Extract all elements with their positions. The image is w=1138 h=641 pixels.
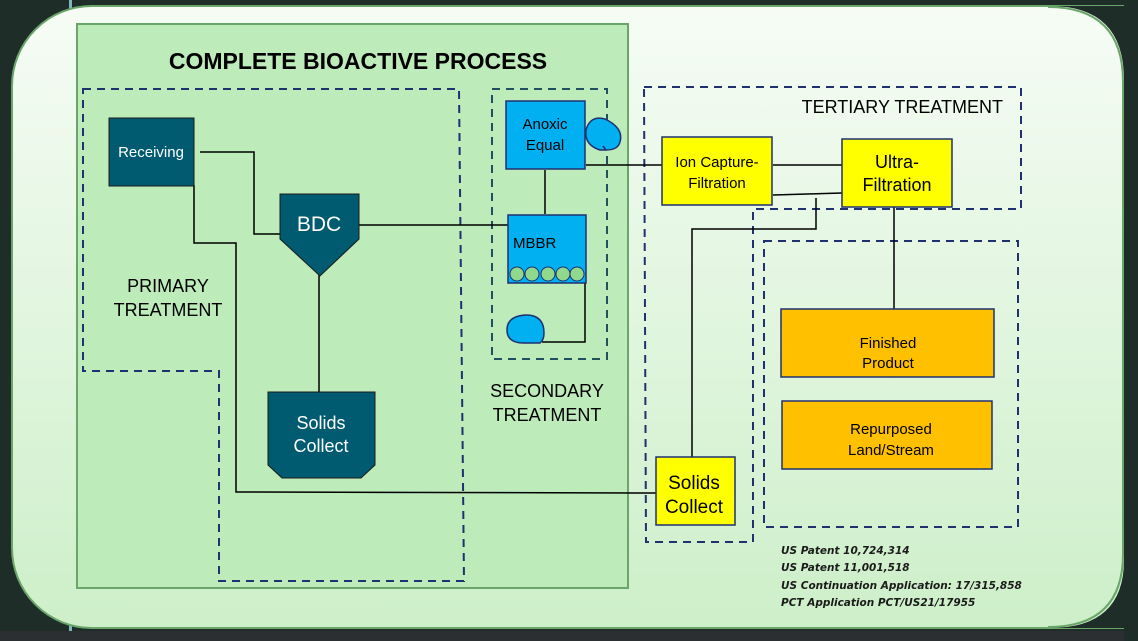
patent-line: US Patent 11,001,518 (781, 562, 910, 574)
solids-collect-primary-node (267, 391, 376, 479)
ion-capture-line1: Ion Capture- (675, 154, 758, 171)
tertiary-treatment-region (642, 86, 1022, 543)
output-region (763, 240, 1019, 528)
bdc-node (279, 193, 360, 277)
primary-treatment-region (82, 88, 466, 582)
ultra-filtration-node (841, 138, 953, 208)
patent-line: US Continuation Application: 17/315,858 (781, 580, 1022, 592)
ion-capture-filtration-node (661, 136, 773, 206)
solids-collect-tertiary-node (655, 456, 736, 526)
mbbr-label: MBBR (513, 235, 557, 252)
anoxic-equal-node (505, 100, 586, 170)
bottom-bar (0, 631, 1138, 641)
repurposed-line1: Repurposed (850, 421, 932, 438)
tertiary-treatment-label: TERTIARY TREATMENT (802, 97, 1003, 117)
primary-treatment-label-line1: PRIMARY (127, 276, 209, 296)
solids-collect-primary-line1: Solids (296, 413, 345, 433)
right-edge (1124, 0, 1138, 641)
finished-product-line2: Product (862, 355, 915, 372)
connectors (193, 151, 895, 494)
anoxic-equal-line2: Equal (526, 137, 564, 154)
ultra-filtration-line2: Filtration (862, 175, 931, 195)
aeration-bubble-icon (585, 117, 622, 151)
finished-product-node (780, 308, 995, 378)
secondary-treatment-label-line1: SECONDARY (490, 381, 604, 401)
bdc-label: BDC (297, 213, 341, 236)
solids-collect-tertiary-line1: Solids (668, 473, 720, 494)
aeration-bubble-icon (506, 314, 545, 344)
receiving-node (108, 117, 195, 187)
secondary-treatment-label-line2: TREATMENT (493, 405, 602, 425)
anoxic-equal-line1: Anoxic (522, 116, 568, 133)
patent-line: US Patent 10,724,314 (781, 545, 910, 557)
secondary-treatment-region (491, 88, 608, 360)
patent-line: PCT Application PCT/US21/17955 (781, 597, 975, 609)
repurposed-node (781, 400, 993, 470)
primary-treatment-label-line2: TREATMENT (114, 300, 223, 320)
repurposed-line2: Land/Stream (848, 442, 934, 459)
solids-collect-tertiary-line2: Collect (665, 497, 724, 518)
biofilm-media-icon (509, 266, 585, 282)
solids-collect-primary-line2: Collect (293, 436, 348, 456)
ultra-filtration-line1: Ultra- (875, 152, 919, 172)
receiving-label: Receiving (118, 144, 184, 161)
diagram-title: COMPLETE BIOACTIVE PROCESS (169, 48, 547, 74)
ion-capture-line2: Filtration (688, 175, 746, 192)
finished-product-line1: Finished (860, 335, 917, 352)
